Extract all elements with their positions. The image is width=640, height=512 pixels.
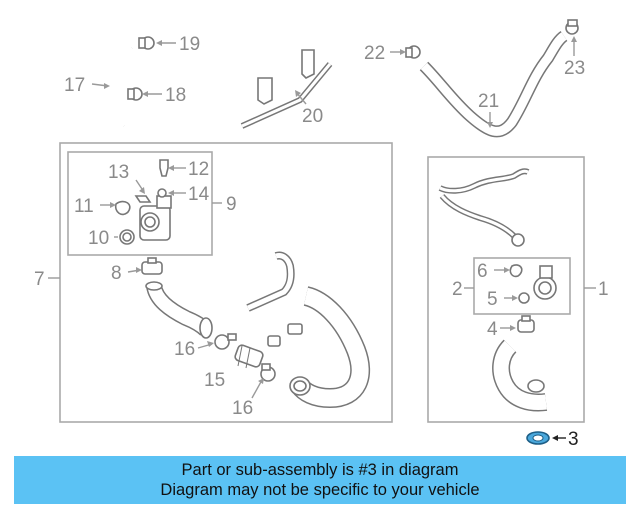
callout-3: 3 — [568, 429, 579, 450]
banner-line-1: Part or sub-assembly is #3 in diagram — [181, 461, 459, 479]
gasket-6[interactable] — [509, 264, 523, 278]
banner-line-2: Diagram may not be specific to your vehi… — [160, 481, 480, 499]
hose-lower-left[interactable] — [145, 281, 213, 339]
clamp-23[interactable] — [565, 19, 579, 35]
clamp-3-highlighted[interactable] — [526, 431, 550, 445]
clamp-16-lower[interactable] — [260, 363, 276, 382]
pipe-right[interactable] — [438, 168, 530, 247]
clamp-16-upper[interactable] — [214, 333, 237, 350]
pipe-upper[interactable] — [246, 251, 295, 312]
connector-15[interactable] — [234, 344, 264, 369]
callout-17: 17 — [64, 75, 85, 96]
gasket-11[interactable] — [114, 200, 131, 216]
hose-large[interactable] — [289, 286, 370, 409]
callout-21: 21 — [478, 91, 499, 112]
callout-14: 14 — [188, 184, 210, 205]
callout-16-upper: 16 — [174, 339, 195, 360]
o-ring-5[interactable] — [518, 292, 530, 304]
callout-13: 13 — [108, 162, 129, 183]
washer-14[interactable] — [157, 188, 167, 198]
callout-22: 22 — [364, 43, 385, 64]
sensor-12[interactable] — [159, 159, 169, 177]
callout-11: 11 — [74, 196, 94, 217]
callout-2: 2 — [452, 279, 463, 300]
callout-18: 18 — [165, 85, 186, 106]
callout-8: 8 — [111, 263, 122, 284]
pipe-20[interactable] — [240, 49, 333, 129]
parts-diagram: 19 17 18 20 22 21 23 13 12 11 14 9 10 7 … — [34, 19, 609, 450]
assembly-7-box — [59, 142, 393, 423]
callout-5: 5 — [487, 289, 498, 310]
callout-10: 10 — [88, 228, 109, 249]
clamp-19[interactable] — [138, 36, 155, 50]
callout-9: 9 — [226, 194, 237, 215]
clamp-4[interactable] — [517, 315, 535, 333]
callout-16-lower: 16 — [232, 398, 253, 419]
callout-19: 19 — [179, 34, 200, 55]
hose-21[interactable] — [419, 31, 568, 138]
hose-17[interactable] — [102, 45, 135, 129]
clamp-upper-right[interactable] — [267, 323, 303, 347]
assembly-1-box — [427, 156, 585, 423]
clamp-18[interactable] — [127, 87, 143, 101]
housing-right[interactable] — [533, 265, 557, 300]
o-ring-10[interactable] — [119, 229, 135, 245]
hose-right-lower[interactable] — [492, 339, 548, 412]
callout-20: 20 — [302, 106, 323, 127]
assembly-2-box — [473, 257, 571, 315]
callout-23: 23 — [564, 58, 585, 79]
clip-13[interactable] — [134, 195, 152, 203]
clamp-8[interactable] — [141, 257, 163, 275]
info-banner: Part or sub-assembly is #3 in diagram Di… — [14, 456, 626, 504]
callout-15: 15 — [204, 370, 225, 391]
callout-6: 6 — [477, 261, 488, 282]
clamp-22[interactable] — [405, 45, 421, 59]
callout-4: 4 — [487, 319, 498, 340]
callout-1: 1 — [598, 279, 609, 300]
outlet-housing[interactable] — [139, 195, 172, 241]
callout-7: 7 — [34, 269, 45, 290]
callout-12: 12 — [188, 159, 209, 180]
